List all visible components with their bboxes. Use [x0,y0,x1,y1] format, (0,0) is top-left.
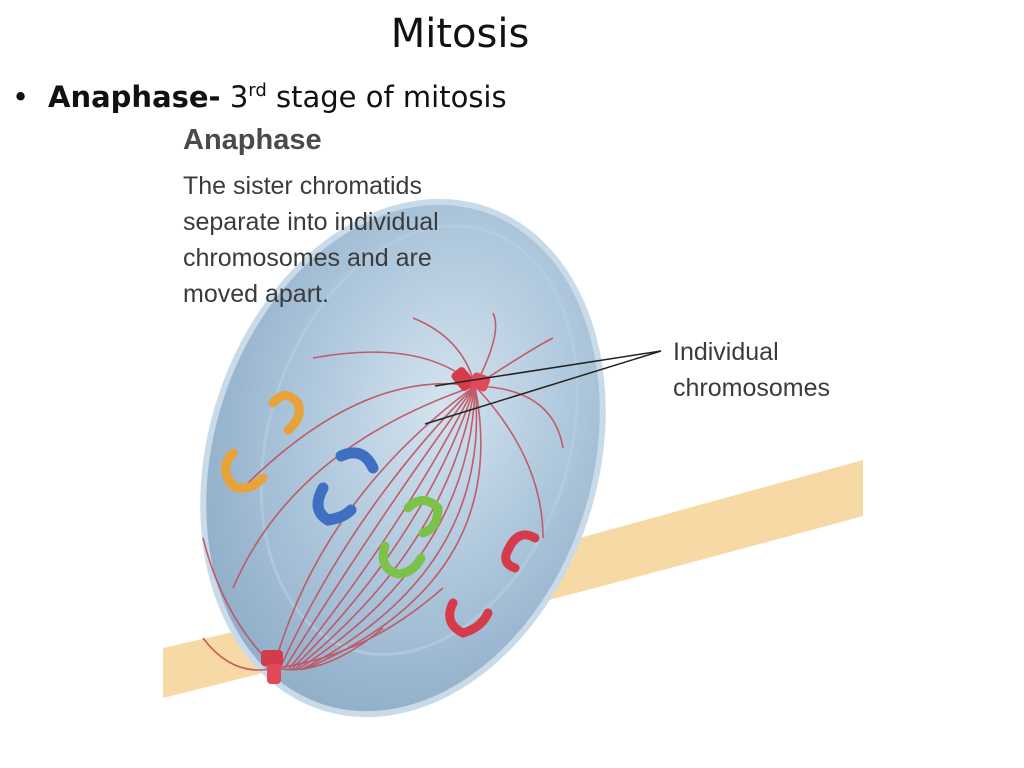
centrosome-bottom [261,650,283,684]
anaphase-figure: Anaphase The sister chromatids separate … [163,118,863,718]
centrosome-top [451,367,491,392]
individual-chromosomes-label: Individual chromosomes [673,338,830,402]
bullet-marker: • [12,80,30,114]
chromosome-green [378,496,443,579]
bullet-item: • Anaphase- 3rd stage of mitosis [12,68,507,114]
label-leader-lines [424,350,662,425]
slide-title: Mitosis [390,11,530,57]
cell-body [200,198,606,718]
chromosome-blue [312,447,379,526]
chromosome-orange-top [268,391,304,435]
bullet-number: 3 [229,80,249,114]
figure-caption: The sister chromatids separate into indi… [183,172,439,308]
bullet-superscript: rd [248,80,267,101]
chromosome-red-lower [445,598,493,638]
figure-heading: Anaphase [183,124,322,156]
spindle-fibers [202,312,564,671]
chromosome-red-right [501,530,540,573]
bullet-term: Anaphase- [48,80,221,114]
bullet-text: stage of mitosis [276,80,507,114]
anaphase-illustration [163,198,863,718]
chromosome-orange-bottom [221,448,268,493]
